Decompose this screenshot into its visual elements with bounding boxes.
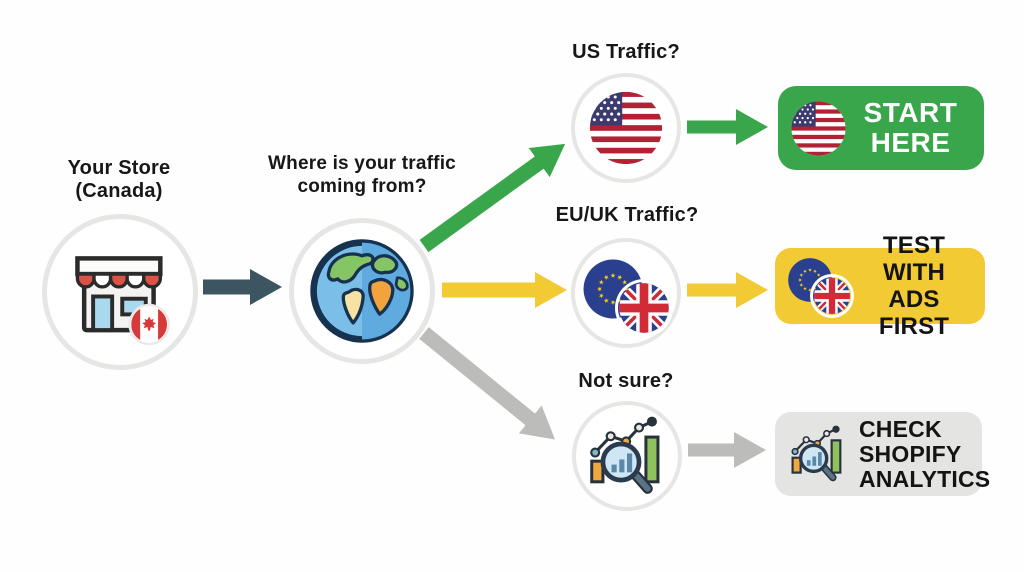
start-here-label: START HERE: [863, 97, 958, 158]
notsure-branch-node: [572, 401, 682, 511]
notsure-branch-label: Not sure?: [578, 370, 674, 392]
arrow-question-to-notsure: [419, 327, 556, 440]
start-here-button[interactable]: START HERE: [778, 86, 984, 170]
eu-uk-flags: [582, 252, 670, 334]
euuk-branch-label: EU/UK Traffic?: [555, 204, 699, 226]
test-with-ads-button[interactable]: TEST WITH ADS FIRST: [775, 232, 985, 340]
question-label: Where is your traffic coming from?: [268, 153, 456, 197]
us-flag-icon: [588, 90, 664, 166]
us-branch-node: [571, 73, 681, 183]
eu-uk-flags: [787, 255, 853, 317]
us-branch-label: US Traffic?: [572, 41, 680, 63]
check-analytics-label: CHECK SHOPIFY ANALYTICS: [859, 415, 991, 492]
test-with-ads-label: TEST WITH ADS FIRST: [878, 232, 950, 340]
arrow-question-to-us: [419, 143, 566, 253]
question-node: [289, 218, 435, 364]
us-flag-icon: [790, 100, 847, 157]
analytics-icon: [787, 423, 849, 485]
check-analytics-button[interactable]: CHECK SHOPIFY ANALYTICS: [775, 412, 990, 496]
uk-flag-icon: [813, 277, 851, 315]
euuk-branch-node: [571, 238, 681, 348]
analytics-icon: [584, 413, 670, 499]
store-label: Your Store (Canada): [67, 157, 171, 202]
store-node: [42, 214, 198, 370]
uk-flag-icon: [618, 282, 670, 334]
globe-icon: [307, 236, 417, 346]
storefront-icon: [64, 236, 176, 348]
